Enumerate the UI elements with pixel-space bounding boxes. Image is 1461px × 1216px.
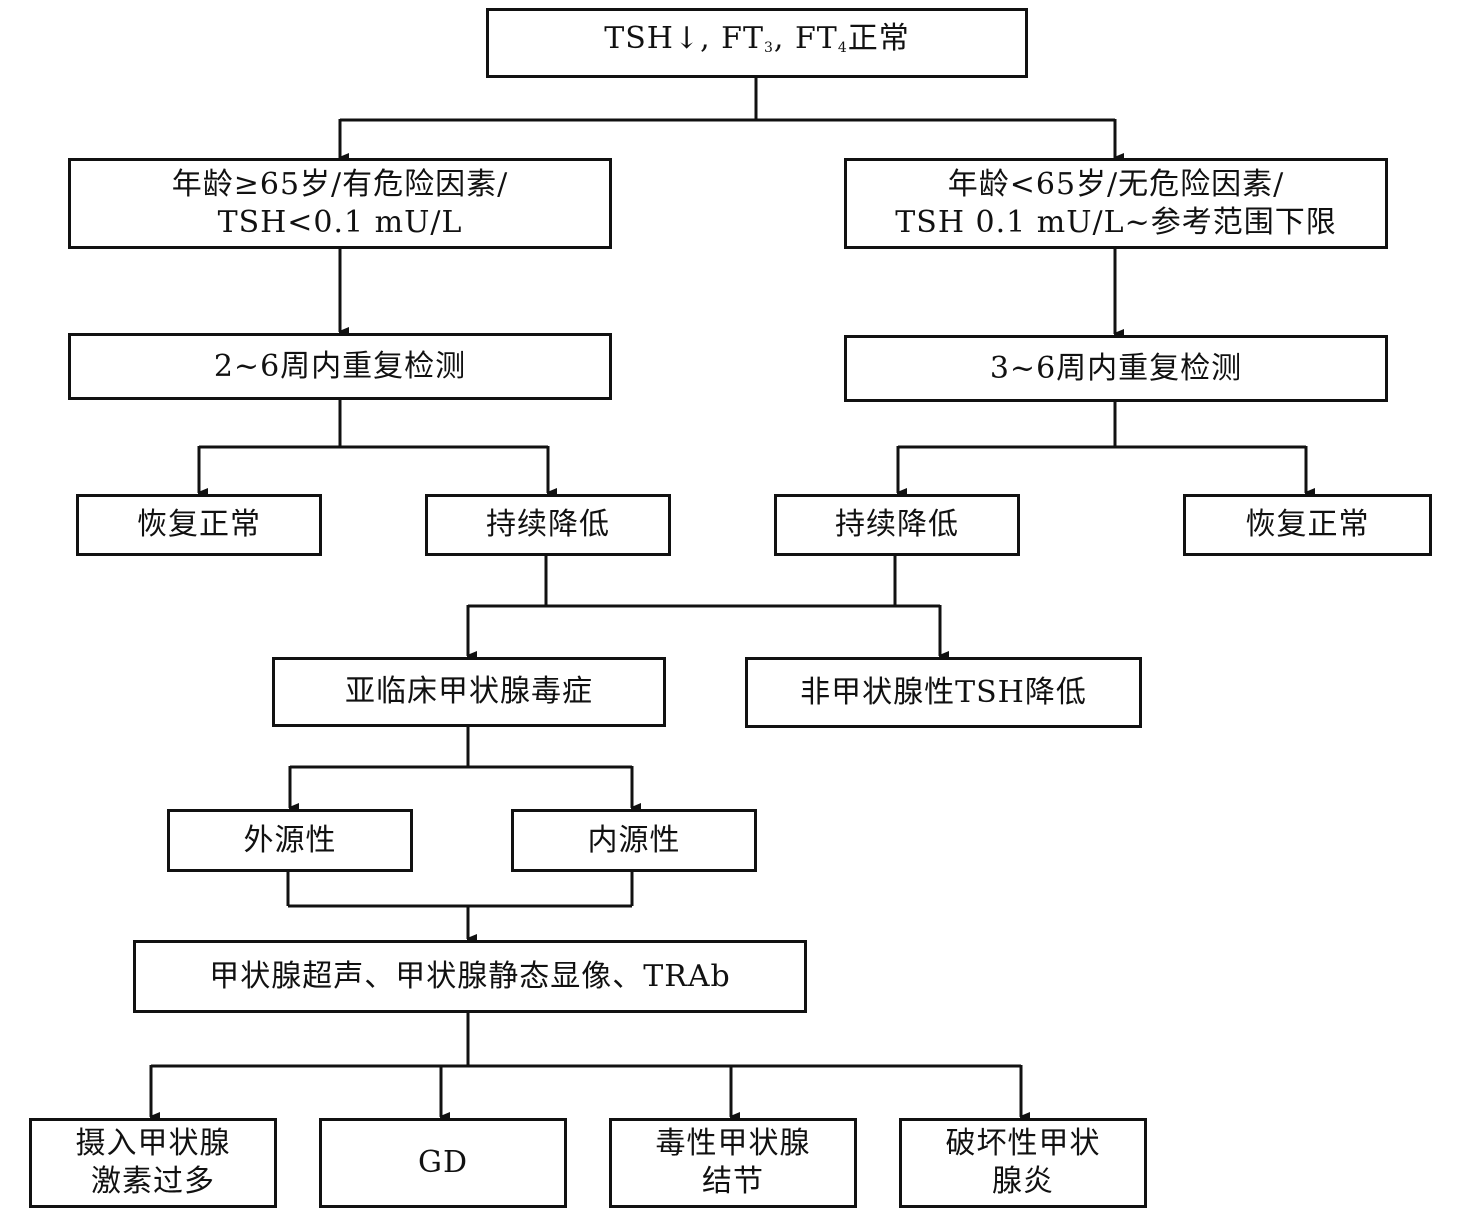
- root-post: 正常: [847, 20, 910, 56]
- node-root-label: TSH↓, FT3, FT4正常: [604, 20, 910, 67]
- node-excess-hormone: 摄入甲状腺 激素过多: [29, 1118, 277, 1208]
- right-criteria-line2: TSH 0.1 mU/L~参考范围下限: [895, 204, 1337, 240]
- non-thyroid-label: 非甲状腺性TSH降低: [800, 674, 1087, 710]
- node-root: TSH↓, FT3, FT4正常: [486, 8, 1028, 78]
- left-recover-label: 恢复正常: [137, 507, 261, 542]
- gd-label: GD: [417, 1145, 469, 1180]
- right-criteria-line1: 年龄<65岁/无危险因素/: [947, 166, 1285, 202]
- left-criteria-line1: 年龄≥65岁/有危险因素/: [171, 166, 509, 202]
- node-right-retest: 3~6周内重复检测: [844, 335, 1388, 402]
- left-criteria-line2: TSH<0.1 mU/L: [217, 204, 463, 240]
- node-left-persist: 持续降低: [425, 494, 671, 556]
- node-endogenous: 内源性: [511, 809, 757, 872]
- node-left-recover: 恢复正常: [76, 494, 322, 556]
- connector-tests-split: [151, 1012, 1021, 1068]
- node-gd: GD: [319, 1118, 567, 1208]
- endogenous-label: 内源性: [587, 822, 681, 858]
- node-non-thyroid: 非甲状腺性TSH降低: [745, 657, 1142, 728]
- tests-label: 甲状腺超声、甲状腺静态显像、TRAb: [209, 958, 731, 994]
- left-retest-label: 2~6周内重复检测: [213, 348, 467, 384]
- node-tests: 甲状腺超声、甲状腺静态显像、TRAb: [133, 940, 807, 1013]
- root-pre: TSH↓, FT: [604, 20, 764, 56]
- connector-left-retest-split: [199, 399, 548, 449]
- connector-origin-merge: [286, 871, 634, 908]
- connector-subclinical-split: [290, 726, 632, 769]
- right-retest-label: 3~6周内重复检测: [989, 350, 1243, 386]
- node-destructive: 破坏性甲状 腺炎: [899, 1118, 1147, 1208]
- node-left-criteria: 年龄≥65岁/有危险因素/ TSH<0.1 mU/L: [68, 158, 612, 249]
- connector-root-split: [340, 76, 1115, 122]
- destructive-line1: 破坏性甲状: [945, 1126, 1101, 1161]
- destructive-line2: 腺炎: [992, 1164, 1054, 1199]
- node-left-retest: 2~6周内重复检测: [68, 333, 612, 400]
- connector-persist-merge: [468, 556, 940, 608]
- node-right-criteria: 年龄<65岁/无危险因素/ TSH 0.1 mU/L~参考范围下限: [844, 158, 1388, 249]
- root-sub4: 4: [837, 39, 848, 56]
- left-persist-label: 持续降低: [486, 507, 610, 542]
- toxic-nodule-line2: 结节: [702, 1164, 764, 1199]
- subclinical-label: 亚临床甲状腺毒症: [345, 674, 593, 709]
- node-right-recover: 恢复正常: [1183, 494, 1432, 556]
- right-recover-label: 恢复正常: [1245, 507, 1370, 542]
- toxic-nodule-line1: 毒性甲状腺: [655, 1126, 811, 1161]
- node-exogenous: 外源性: [167, 809, 413, 872]
- node-right-persist: 持续降低: [774, 494, 1020, 556]
- root-mid: , FT: [773, 20, 838, 56]
- node-toxic-nodule: 毒性甲状腺 结节: [609, 1118, 857, 1208]
- right-persist-label: 持续降低: [835, 507, 959, 542]
- node-subclinical: 亚临床甲状腺毒症: [272, 657, 666, 727]
- connector-right-retest-split: [898, 401, 1306, 449]
- root-sub3: 3: [764, 39, 774, 56]
- excess-hormone-line1: 摄入甲状腺: [75, 1126, 231, 1161]
- excess-hormone-line2: 激素过多: [91, 1164, 215, 1199]
- exogenous-label: 外源性: [243, 822, 337, 858]
